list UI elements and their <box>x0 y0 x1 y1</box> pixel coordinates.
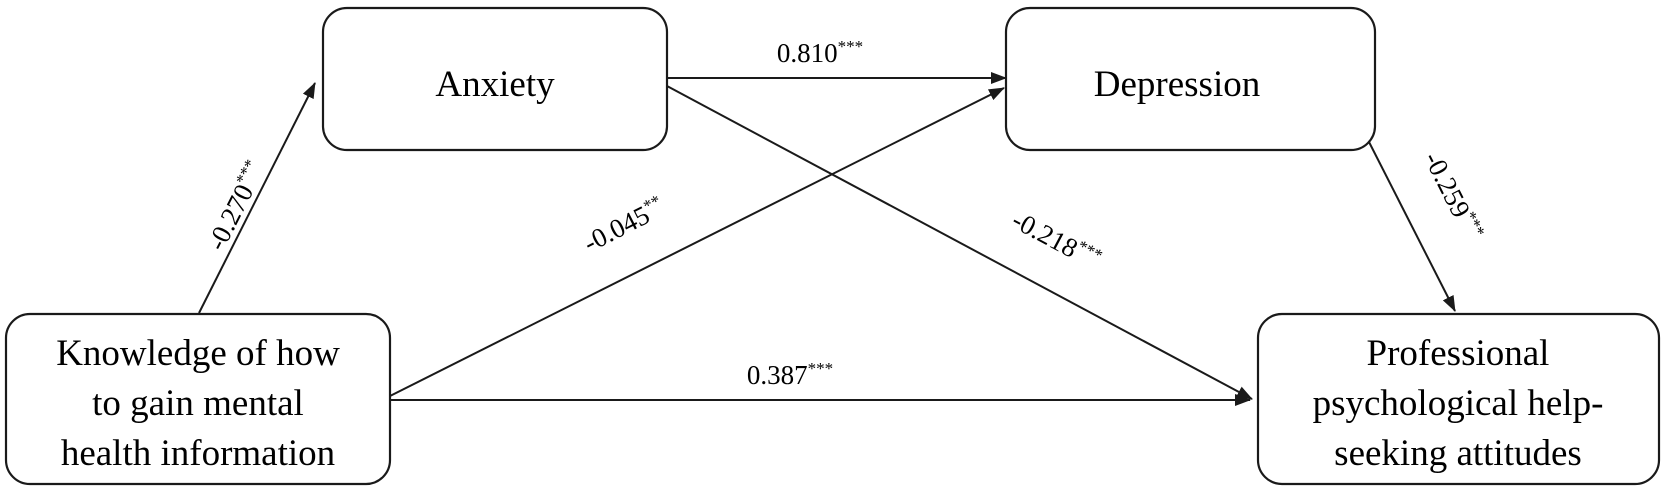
edge-label-anxiety-attitudes: -0.218*** <box>1007 204 1106 276</box>
edge-label-depression-attitudes: -0.259*** <box>1418 146 1489 245</box>
significance-stars: *** <box>808 359 834 378</box>
node-attitudes-line-2: psychological help- <box>1313 383 1604 424</box>
coefficient-value: -0.218 <box>1007 204 1083 263</box>
coefficient-value: -0.045 <box>578 200 654 258</box>
coefficient-value: 0.810 <box>777 38 838 68</box>
node-knowledge: Knowledge of how to gain mental health i… <box>4 312 392 486</box>
edge-label-anxiety-depression: 0.810*** <box>777 37 863 68</box>
node-attitudes: Professional psychological help- seeking… <box>1256 312 1661 486</box>
coefficient-value: -0.270 <box>201 179 259 255</box>
node-knowledge-line-1: Knowledge of how <box>56 333 340 374</box>
significance-stars: ** <box>640 191 664 216</box>
node-knowledge-line-2: to gain mental <box>92 383 304 424</box>
node-attitudes-line-3: seeking attitudes <box>1334 433 1582 474</box>
node-attitudes-line-1: Professional <box>1367 333 1550 374</box>
edge-knowledge-anxiety <box>198 82 316 314</box>
node-depression-label: Depression <box>1094 64 1260 105</box>
node-knowledge-line-3: health information <box>61 433 335 474</box>
coefficient-value: 0.387 <box>747 360 808 390</box>
edge-label-knowledge-depression: -0.045** <box>578 191 669 258</box>
significance-stars: *** <box>838 37 864 56</box>
edge-label-knowledge-attitudes: 0.387*** <box>747 359 833 390</box>
node-depression: Depression <box>1004 6 1377 152</box>
edge-depression-attitudes <box>1367 139 1456 312</box>
coefficient-value: -0.259 <box>1418 147 1476 223</box>
node-anxiety-label: Anxiety <box>435 64 555 105</box>
edge-knowledge-depression <box>389 87 1005 397</box>
edge-anxiety-attitudes <box>666 85 1253 400</box>
node-anxiety: Anxiety <box>321 6 669 152</box>
